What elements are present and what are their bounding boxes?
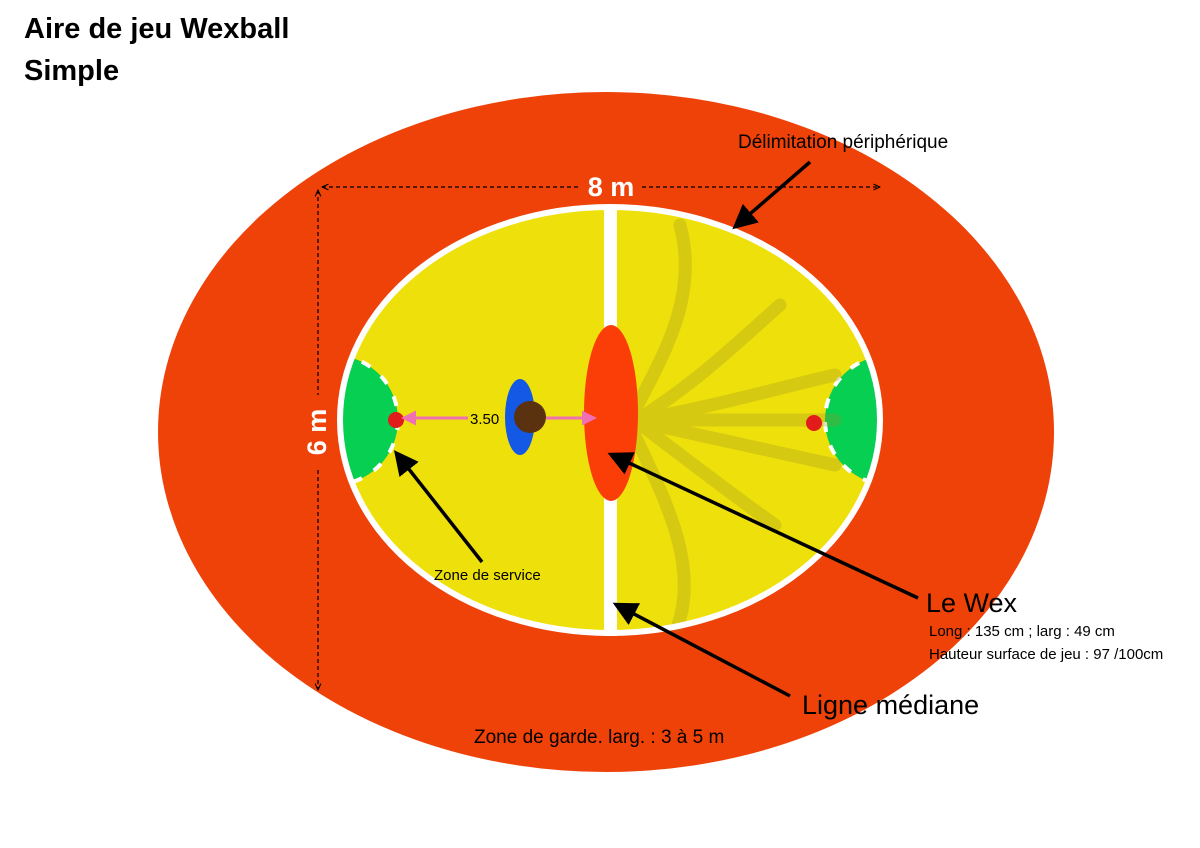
trajectory-arrows [623,218,842,632]
service-zone-label: Zone de service [434,567,541,584]
guard-zone-label: Zone de garde. larg. : 3 à 5 m [474,727,724,748]
service-zone-right [825,355,880,485]
wex-size-label: Long : 135 cm ; larg : 49 cm [929,623,1115,640]
perimeter-callout-arrow [732,160,812,230]
service-marker-right [806,415,822,431]
serve-distance-label: 3.50 [470,411,499,428]
service-zone-left [340,355,398,485]
width-dimension-label: 8 m [588,172,635,202]
ball [514,401,546,433]
midline-callout-arrow [612,602,791,698]
title-line-1: Aire de jeu Wexball [24,13,289,45]
service-marker-left [388,412,404,428]
perimeter-label: Délimitation périphérique [738,132,948,153]
service-zone-callout-arrow [393,450,484,564]
wex-callout-arrow [607,452,919,600]
midline-label: Ligne médiane [802,690,979,720]
wex-label: Le Wex [926,588,1018,618]
wex-table [584,325,638,501]
wex-height-label: Hauteur surface de jeu : 97 /100cm [929,646,1163,663]
height-dimension-label: 6 m [302,409,332,456]
title-line-2: Simple [24,55,119,87]
